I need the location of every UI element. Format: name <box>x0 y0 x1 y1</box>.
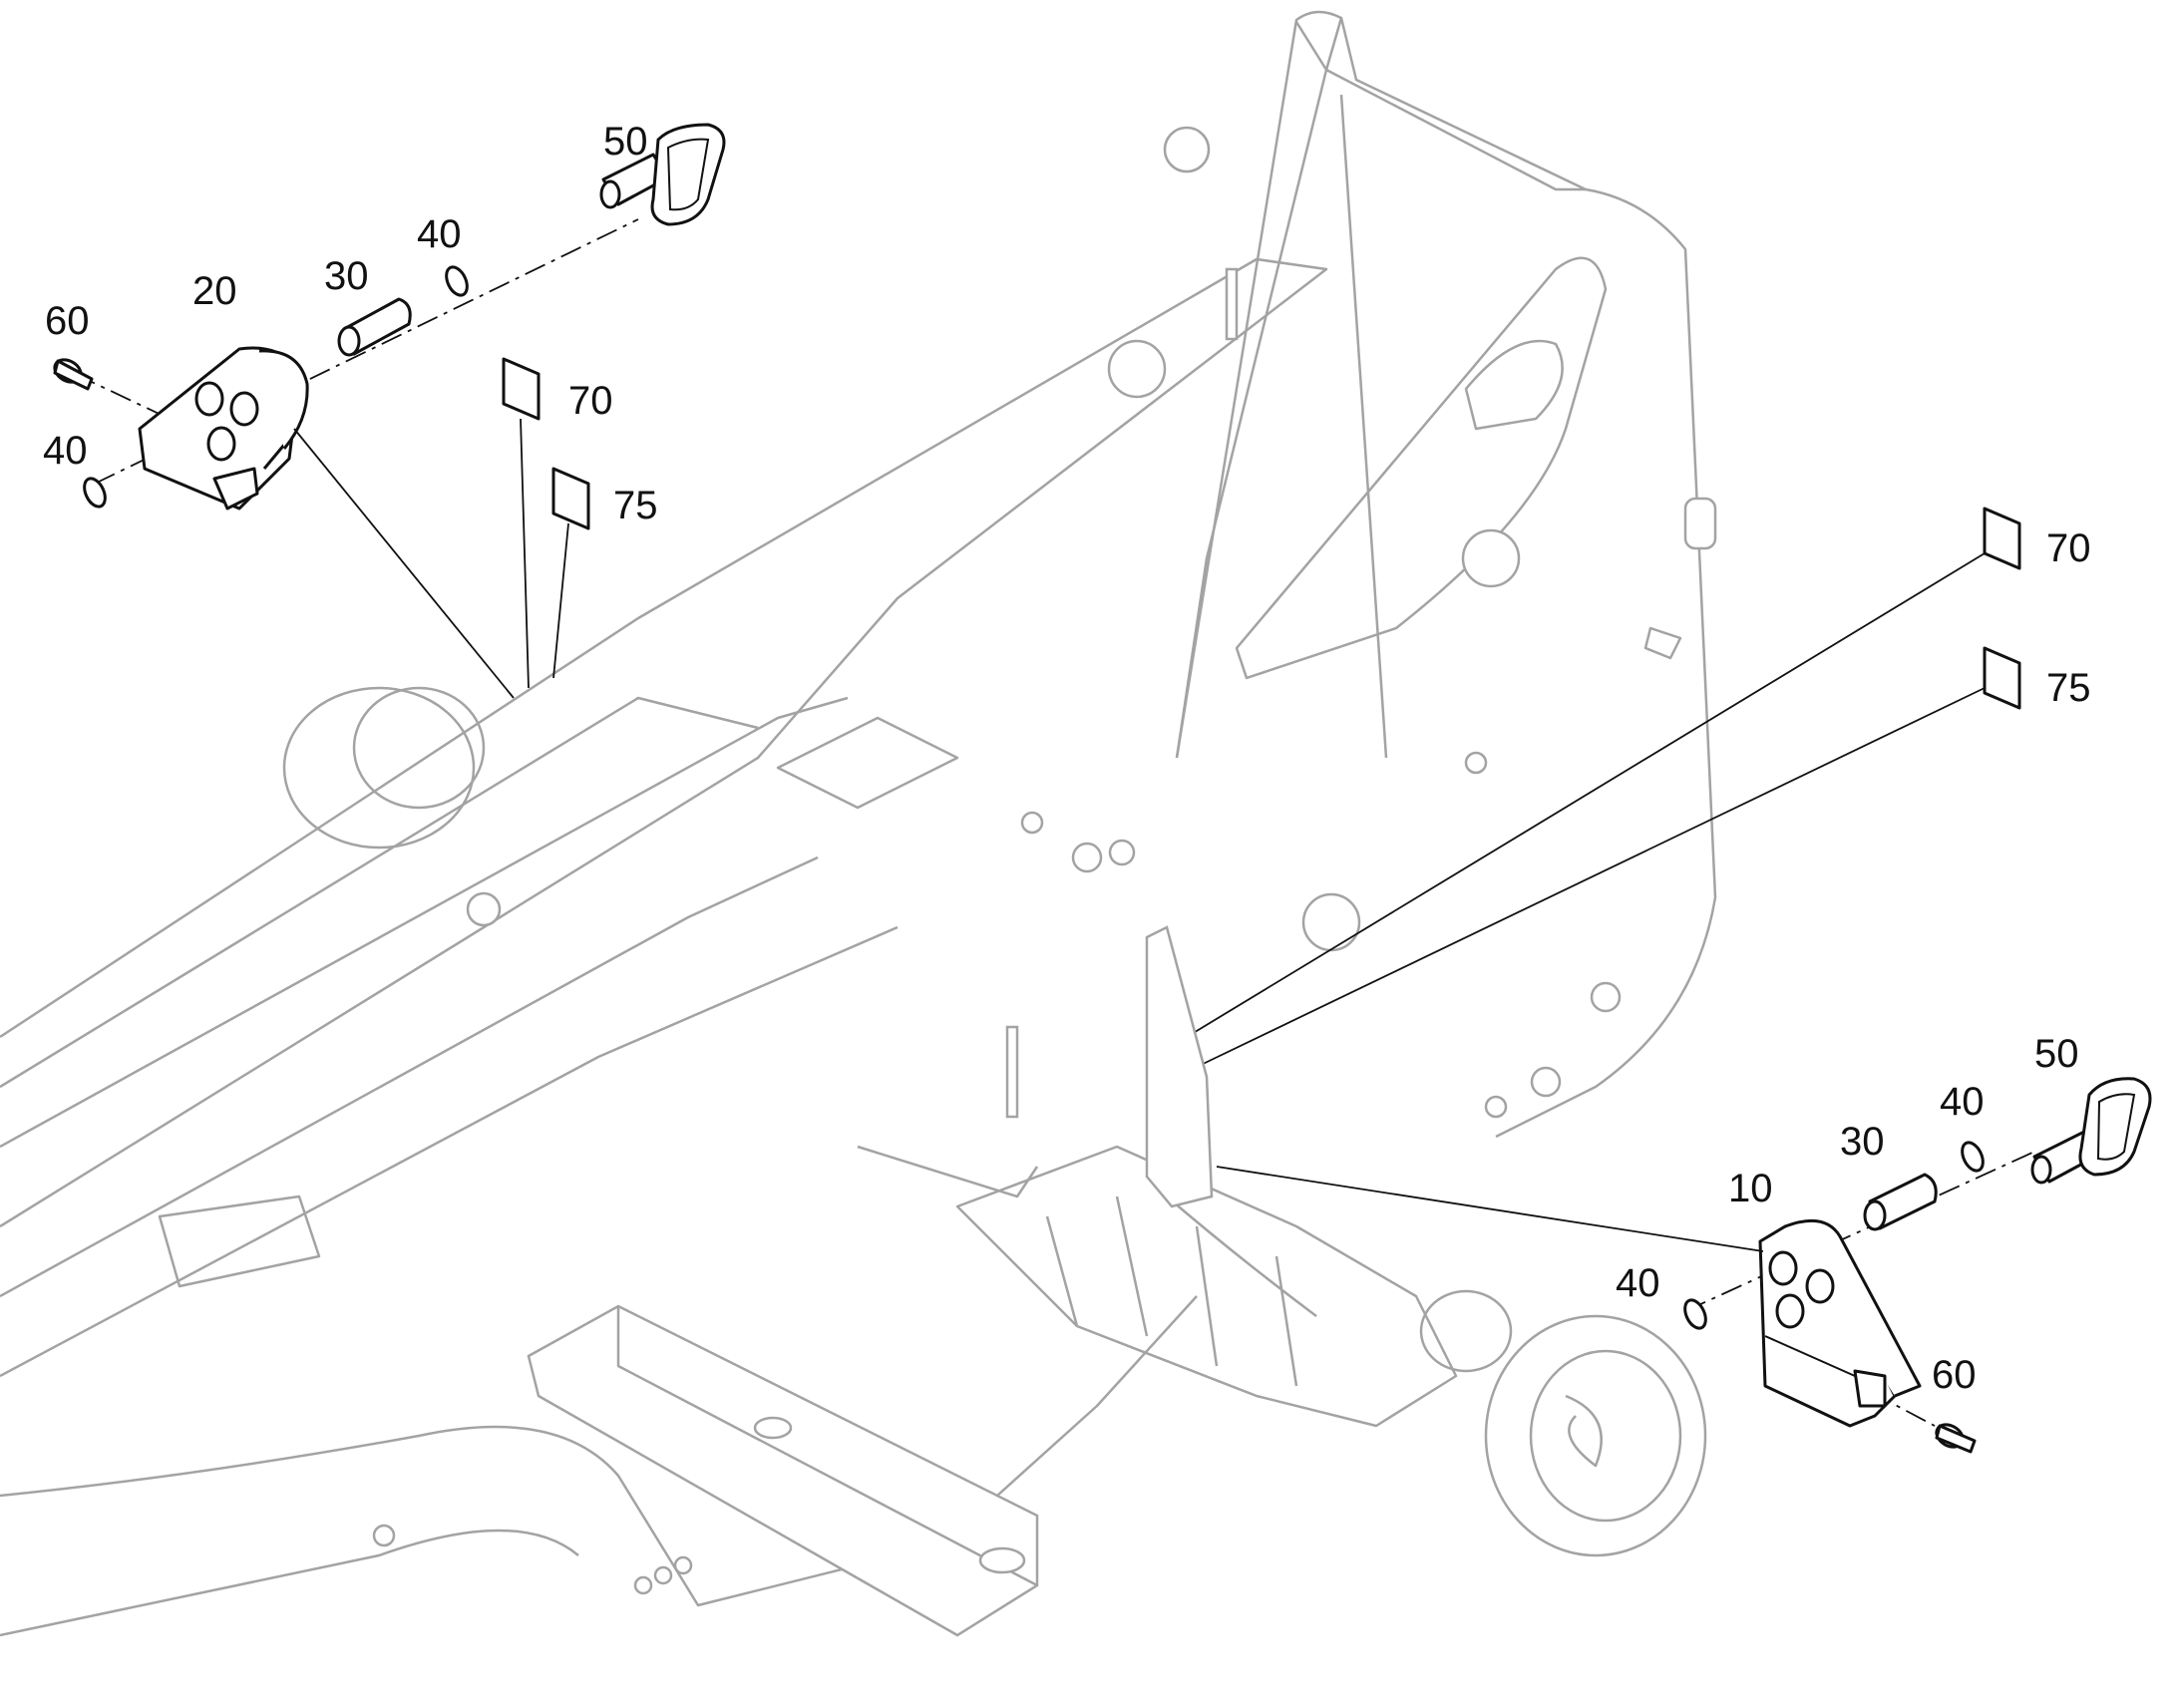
leader-10 <box>1216 1166 1764 1252</box>
clip-60 <box>53 358 94 391</box>
bracket-10 <box>1758 1218 1922 1428</box>
leader-70-left <box>520 418 530 689</box>
callout-70-left: 70 <box>568 379 613 423</box>
decal-75-left <box>551 467 590 530</box>
right-part-group: 70 75 50 40 30 10 40 60 <box>1145 507 2152 1454</box>
leader-75-right <box>1196 687 1986 1068</box>
support-plate <box>1145 925 1214 1208</box>
callout-50-right: 50 <box>2034 1032 2079 1076</box>
callout-40-right-bottom: 40 <box>1616 1261 1660 1305</box>
callout-60-right: 60 <box>1932 1353 1977 1397</box>
decal-75-right <box>1983 646 2021 710</box>
pin-50 <box>599 123 726 226</box>
callout-40-right-top: 40 <box>1940 1080 1985 1124</box>
callout-10-right: 10 <box>1728 1167 1773 1210</box>
callout-20-left: 20 <box>192 269 237 313</box>
callout-40-left-bottom: 40 <box>43 429 88 473</box>
leader-75-left <box>552 522 569 679</box>
decal-70-left <box>502 357 541 421</box>
o-ring-40-right-top <box>1961 1141 1985 1173</box>
left-part-group: 50 40 30 20 60 40 70 75 <box>43 120 726 699</box>
bushing-30-right <box>1863 1173 1938 1231</box>
callout-60-left: 60 <box>45 299 90 343</box>
right-pin-axis <box>1684 1151 2035 1312</box>
leader-20 <box>293 428 515 699</box>
callout-70-right: 70 <box>2046 526 2091 570</box>
bushing-30 <box>337 297 412 357</box>
callout-30-left: 30 <box>324 254 369 298</box>
decal-70-right <box>1983 507 2021 570</box>
leader-70-right <box>1186 552 1986 1038</box>
bracket-20 <box>138 346 309 511</box>
o-ring-40-top <box>445 265 469 297</box>
clip-60-right <box>1935 1423 1977 1454</box>
callout-50-left: 50 <box>603 120 648 164</box>
pin-50-right <box>2030 1077 2152 1185</box>
callout-75-right: 75 <box>2046 666 2091 710</box>
o-ring-40-right-bottom <box>1683 1298 1707 1330</box>
callout-30-right: 30 <box>1840 1120 1885 1164</box>
callout-75-left: 75 <box>613 484 658 527</box>
callout-40-left-top: 40 <box>417 212 462 256</box>
o-ring-40-bottom <box>83 477 107 509</box>
machine-frame <box>0 10 1717 1637</box>
